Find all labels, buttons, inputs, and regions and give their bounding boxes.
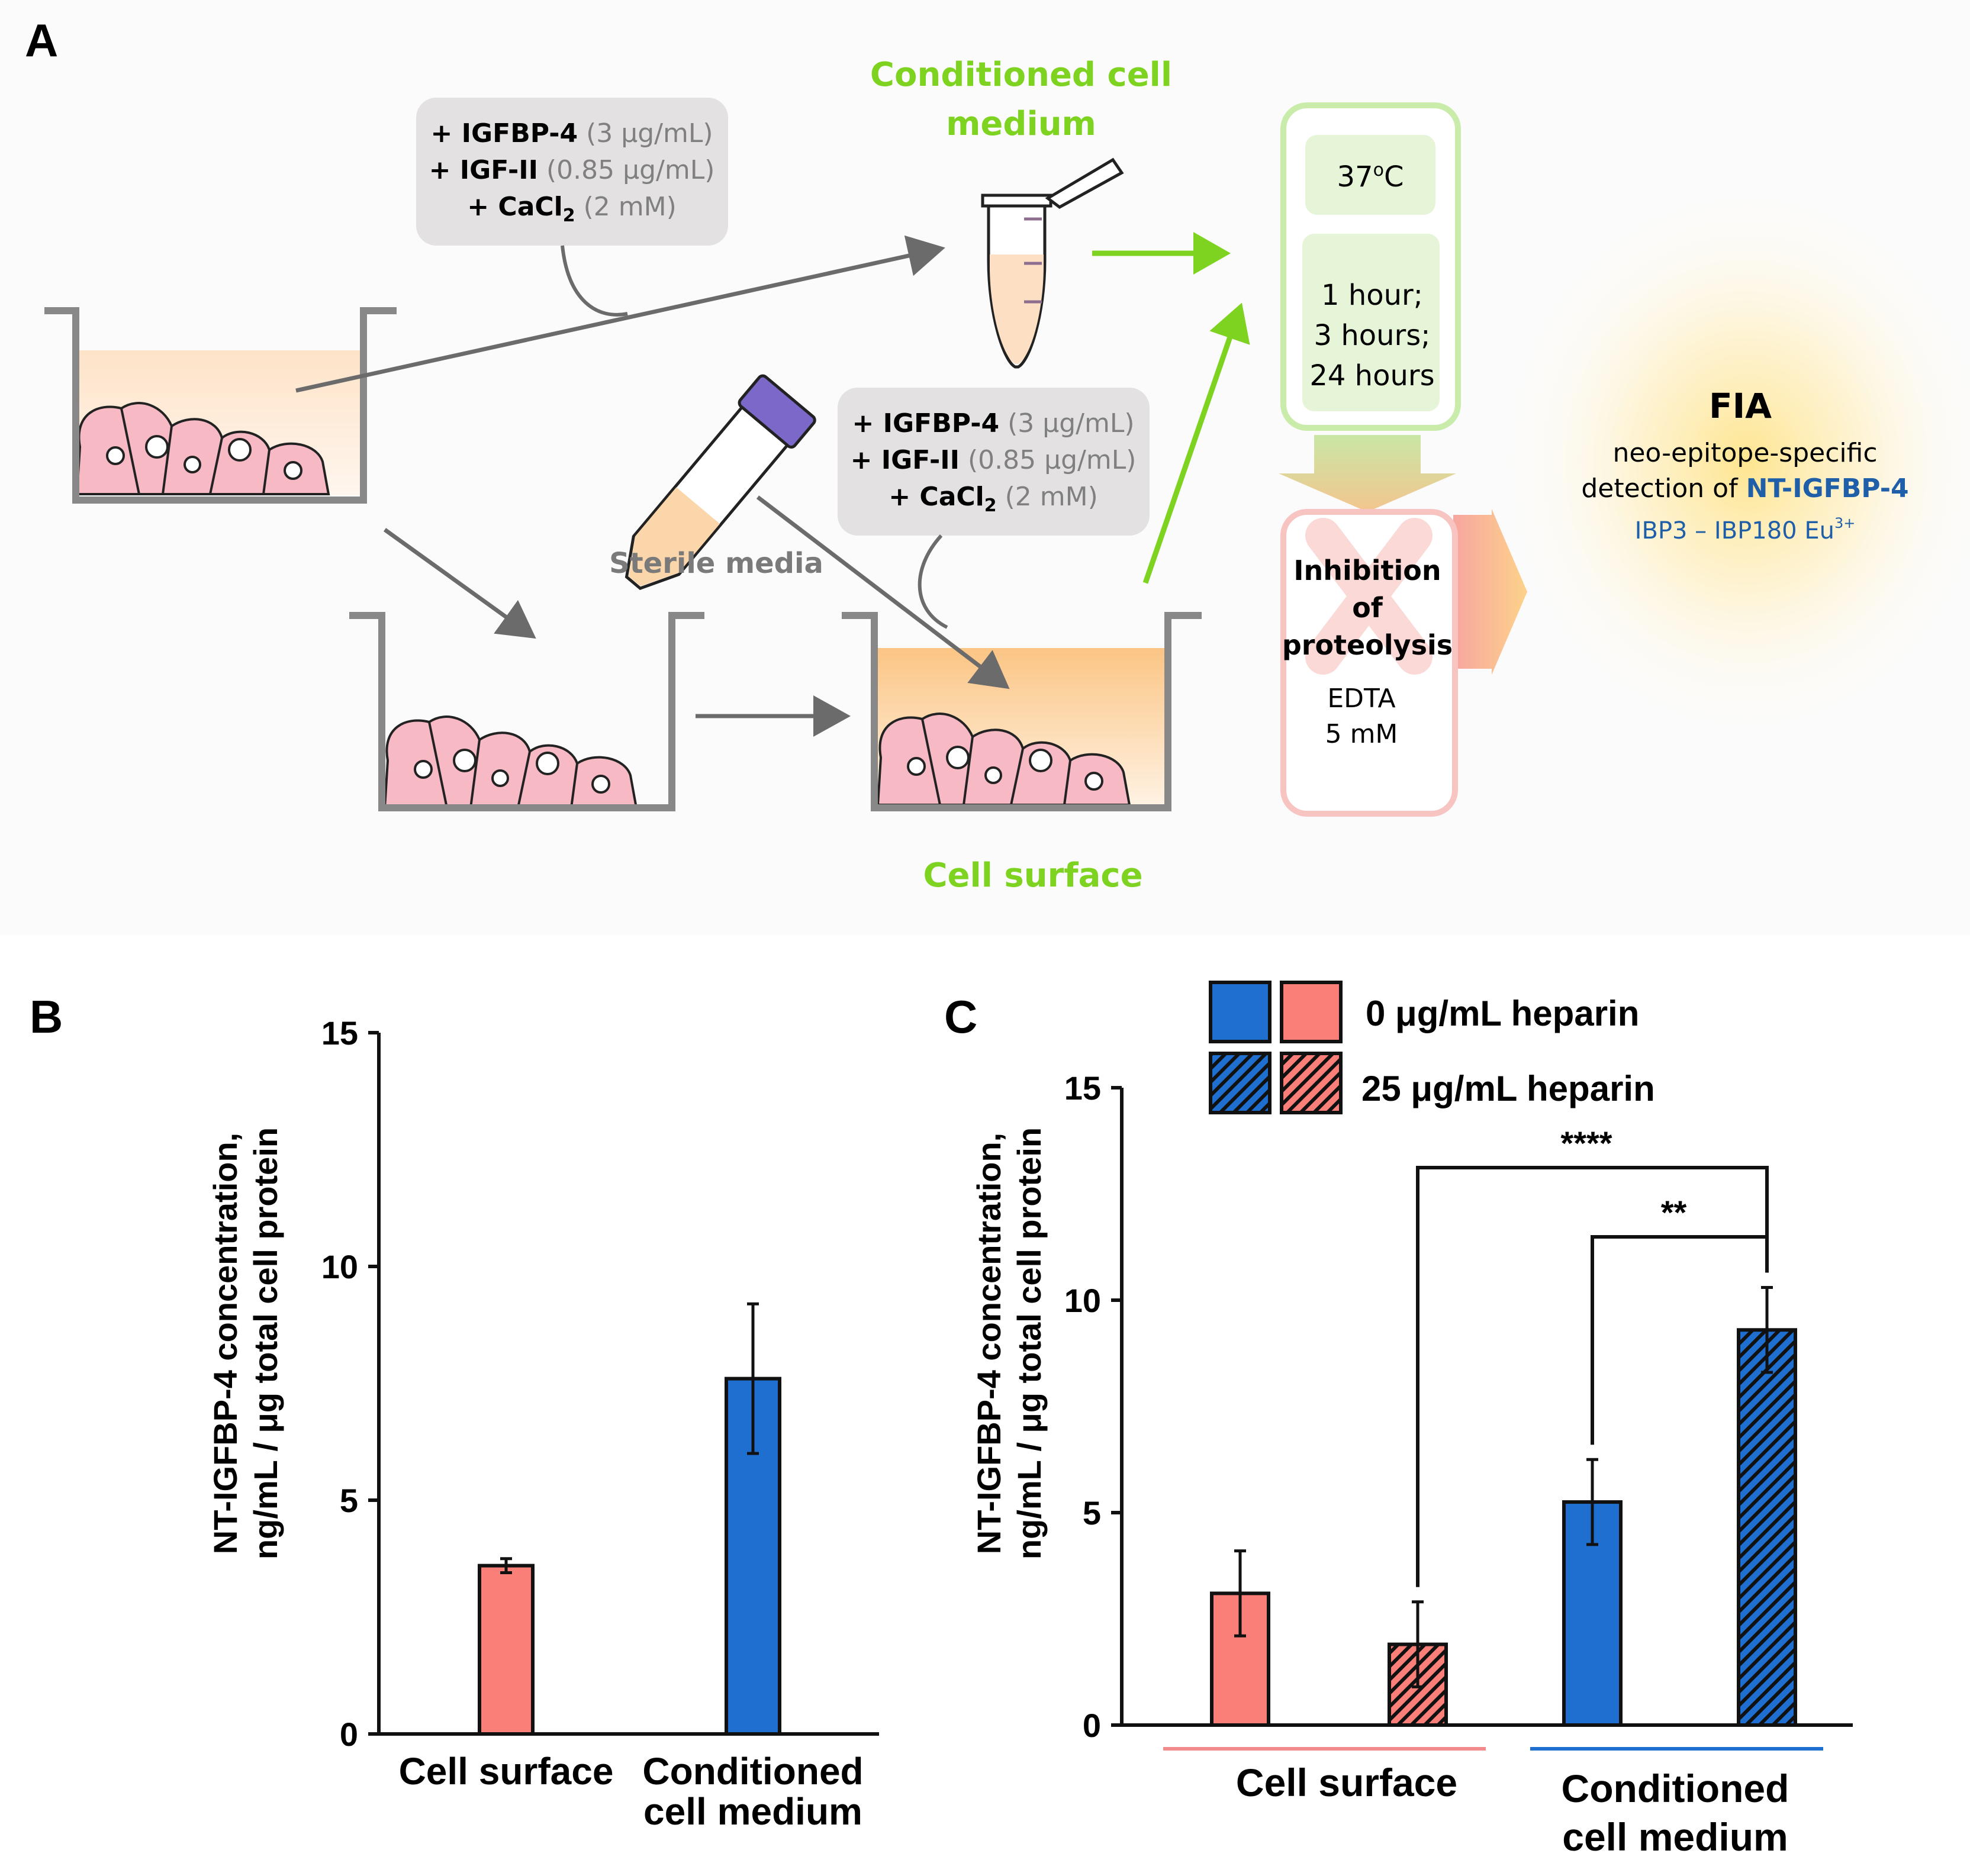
y-axis: 0 5 10 15 bbox=[1064, 1069, 1853, 1744]
category-label: cell medium bbox=[643, 1790, 862, 1833]
culture-well-top bbox=[44, 307, 397, 504]
down-arrow bbox=[1279, 435, 1456, 512]
y-tick-label: 0 bbox=[340, 1716, 358, 1753]
inhibition-cross-icon bbox=[1305, 518, 1433, 675]
y-axis-label-line1: NT-IGFBP-4 concentration, bbox=[207, 1133, 244, 1555]
legend-label: 0 μg/mL heparin bbox=[1366, 994, 1639, 1033]
well-outline bbox=[349, 612, 704, 811]
y-tick-label: 5 bbox=[1083, 1494, 1101, 1532]
well-outline bbox=[44, 307, 397, 504]
conditioned-medium-label: Conditioned cell bbox=[870, 56, 1172, 94]
y-tick-label: 10 bbox=[321, 1248, 358, 1285]
category-label: Cell surface bbox=[399, 1750, 614, 1793]
legend-swatch-red-hatched bbox=[1280, 1052, 1343, 1114]
fia-line-3: IBP3 – IBP180 Eu3+ bbox=[1635, 515, 1856, 544]
group-label: Cell surface bbox=[1236, 1761, 1457, 1804]
significance-label: **** bbox=[1560, 1124, 1612, 1162]
y-axis-label-line1: NT-IGFBP-4 concentration, bbox=[970, 1133, 1007, 1555]
sterile-media-label: Sterile media bbox=[609, 547, 823, 580]
inhibition-line: Inhibition bbox=[1293, 555, 1441, 586]
bars bbox=[1210, 1285, 1797, 1727]
panel-c-letter: C bbox=[944, 991, 977, 1043]
y-tick-label: 15 bbox=[1064, 1069, 1101, 1107]
bars bbox=[478, 1302, 781, 1736]
panel-a: A bbox=[0, 0, 1970, 935]
arrow-to-tube bbox=[295, 235, 945, 393]
fia-description: FIA neo-epitope-specific detection of NT… bbox=[1581, 386, 1908, 544]
category-label: Conditioned bbox=[642, 1750, 863, 1793]
y-axis: 0 5 10 15 bbox=[321, 1014, 879, 1753]
incubation-box: 37oC 1 hour; 3 hours; 24 hours bbox=[1280, 102, 1461, 431]
falcon-tube-icon bbox=[625, 374, 816, 590]
addition-line: + IGFBP-4 (3 μg/mL) bbox=[430, 118, 713, 149]
arrow-to-washed-well bbox=[383, 528, 536, 639]
addition-line: + IGF-II (0.85 μg/mL) bbox=[429, 155, 715, 185]
legend-swatch-red bbox=[1280, 981, 1343, 1043]
significance-brackets: ****** bbox=[1416, 1124, 1769, 1587]
culture-well-cell-surface bbox=[842, 612, 1202, 811]
inhibition-line: of bbox=[1352, 592, 1383, 624]
legend-swatch-blue-hatched bbox=[1209, 1052, 1272, 1114]
significance-label: ** bbox=[1661, 1194, 1687, 1231]
y-tick-label: 10 bbox=[1064, 1282, 1101, 1319]
addition-line: + CaCl2 (2 mM) bbox=[889, 482, 1098, 518]
additions-box-top: + IGFBP-4 (3 μg/mL) + IGF-II (0.85 μg/mL… bbox=[416, 98, 728, 317]
legend-label: 25 μg/mL heparin bbox=[1361, 1069, 1655, 1108]
group-label: cell medium bbox=[1562, 1815, 1788, 1859]
well-outline bbox=[842, 612, 1202, 811]
inhibition-box: Inhibition of proteolysis EDTA 5 mM bbox=[1280, 509, 1458, 817]
bar bbox=[478, 1564, 535, 1736]
y-tick-label: 5 bbox=[340, 1482, 358, 1519]
legend: 0 μg/mL heparin 25 μg/mL heparin bbox=[1209, 981, 1655, 1114]
addition-line: + IGF-II (0.85 μg/mL) bbox=[851, 445, 1137, 475]
fia-title: FIA bbox=[1709, 386, 1772, 426]
bar bbox=[1562, 1500, 1623, 1727]
significance-bracket bbox=[1591, 1235, 1769, 1445]
time-1: 1 hour; bbox=[1321, 279, 1423, 312]
addition-line: + IGFBP-4 (3 μg/mL) bbox=[852, 408, 1134, 439]
y-tick-label: 0 bbox=[1083, 1707, 1101, 1744]
culture-well-washed bbox=[349, 612, 704, 811]
edta-line: EDTA bbox=[1327, 684, 1395, 714]
legend-swatch-blue bbox=[1209, 981, 1272, 1043]
panel-c-chart: C NT-IGFBP-4 concentration, ng/mL / μg t… bbox=[944, 981, 1853, 1859]
fia-line-1: neo-epitope-specific bbox=[1612, 438, 1877, 468]
additions-box-bottom: + IGFBP-4 (3 μg/mL) + IGF-II (0.85 μg/mL… bbox=[838, 388, 1150, 629]
eppendorf-tube-icon bbox=[981, 157, 1124, 369]
y-tick-label: 15 bbox=[321, 1014, 358, 1052]
time-3: 24 hours bbox=[1309, 359, 1434, 392]
panel-a-letter: A bbox=[25, 14, 58, 66]
inhibition-line: proteolysis bbox=[1282, 629, 1453, 661]
arrow-sterile-media bbox=[756, 495, 1010, 689]
conditioned-medium-label-2: medium bbox=[946, 105, 1096, 143]
fia-line-2: detection of NT-IGFBP-4 bbox=[1581, 473, 1908, 504]
edta-line: 5 mM bbox=[1325, 719, 1398, 749]
right-arrow-to-fia bbox=[1453, 509, 1527, 675]
x-axis-groups: Cell surface Conditioned cell medium bbox=[1163, 1747, 1823, 1859]
green-arrow-cell-surface bbox=[1142, 302, 1250, 584]
cell-surface-label: Cell surface bbox=[923, 856, 1142, 895]
significance-bracket bbox=[1416, 1166, 1769, 1587]
bar bbox=[1737, 1328, 1797, 1727]
y-axis-label-line2: ng/mL / μg total cell protein bbox=[247, 1127, 284, 1559]
group-label: Conditioned bbox=[1562, 1767, 1789, 1810]
fia-glow bbox=[1492, 178, 1970, 746]
panel-b-letter: B bbox=[30, 991, 63, 1043]
temperature-label: 37oC bbox=[1337, 160, 1404, 194]
panel-b-chart: B NT-IGFBP-4 concentration, ng/mL / μg t… bbox=[30, 991, 879, 1833]
time-2: 3 hours; bbox=[1314, 319, 1431, 352]
addition-line: + CaCl2 (2 mM) bbox=[467, 192, 677, 228]
y-axis-label-line2: ng/mL / μg total cell protein bbox=[1010, 1127, 1048, 1559]
